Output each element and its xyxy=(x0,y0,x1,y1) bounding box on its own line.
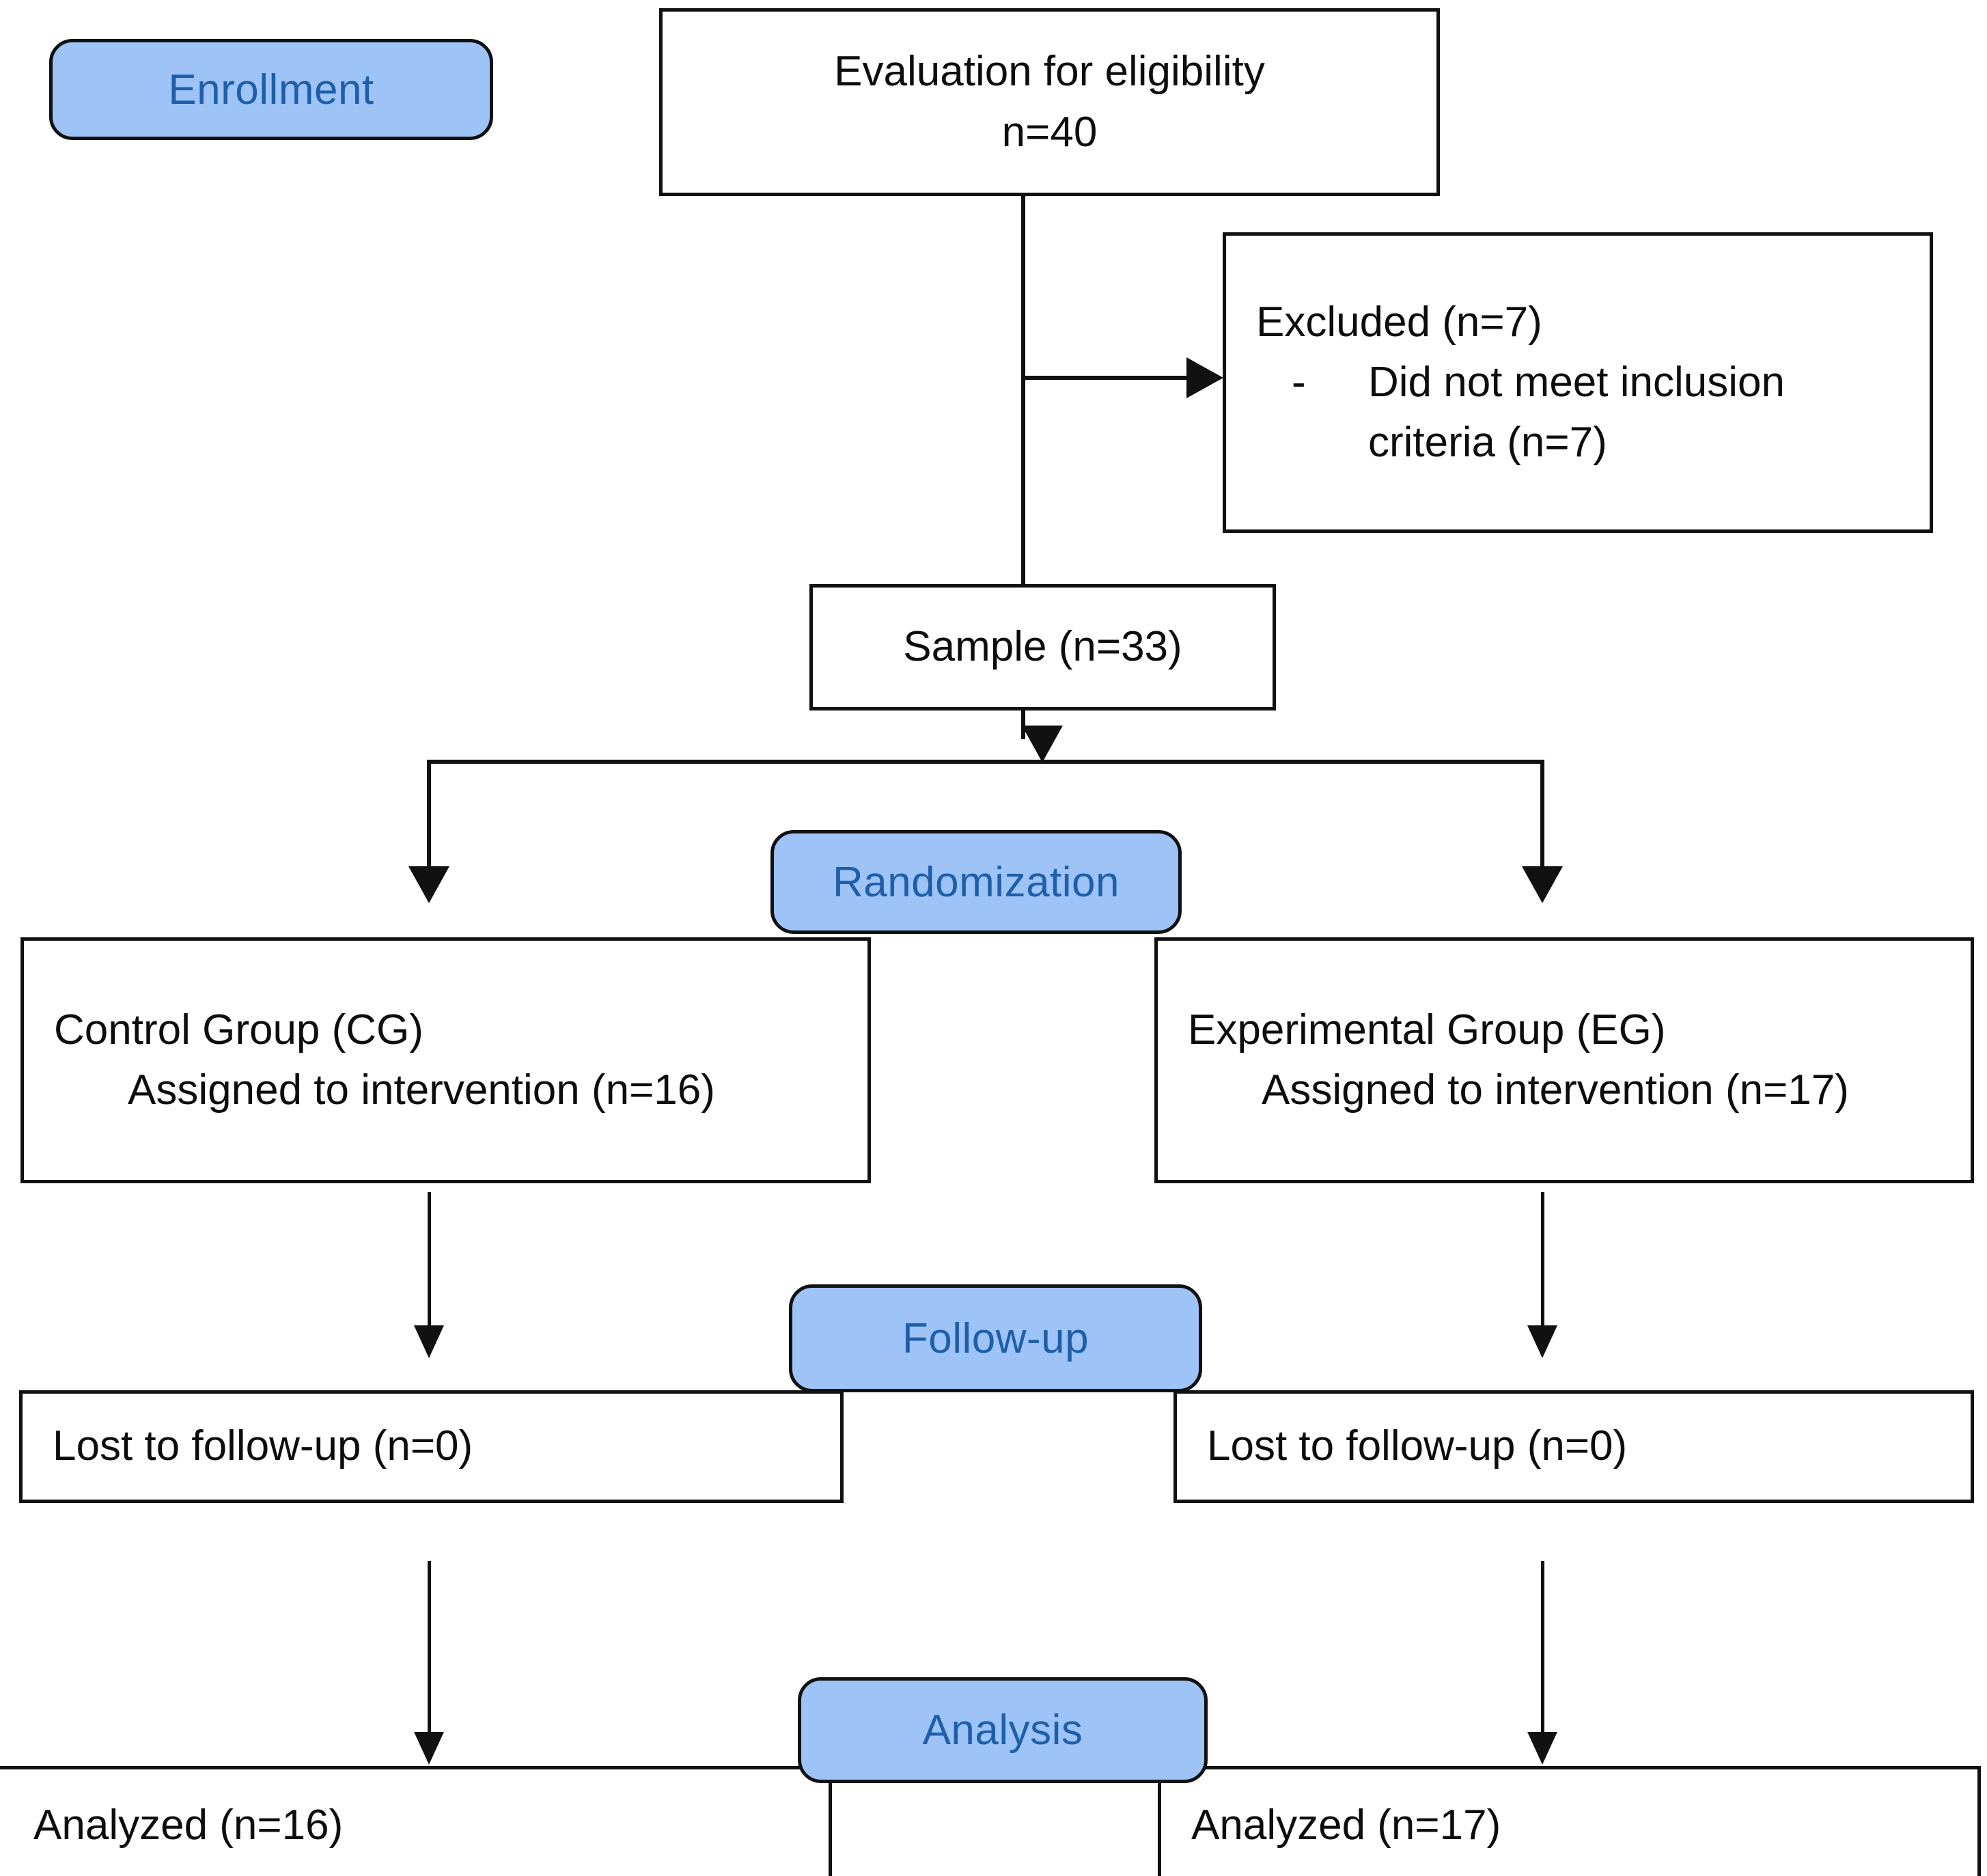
node-lost-to-followup-control[interactable]: Lost to follow-up (n=0) xyxy=(19,1390,844,1503)
connector-sample-to-split xyxy=(1021,711,1025,739)
excluded-bullet-row: - Did not meet inclusion xyxy=(1226,353,1930,413)
stage-badge-analysis[interactable]: Analysis xyxy=(798,1677,1208,1783)
experimental-group-line-2: Assigned to intervention (n=17) xyxy=(1262,1066,1849,1114)
arrowhead-lost-experimental-to-analyzed-icon xyxy=(1527,1732,1557,1765)
node-lost-to-followup-experimental[interactable]: Lost to follow-up (n=0) xyxy=(1173,1390,1974,1503)
eligibility-line-1: Evaluation for eligibility xyxy=(834,48,1265,96)
connector-to-excluded xyxy=(1021,376,1186,380)
control-group-line-1: Control Group (CG) xyxy=(54,1006,423,1053)
arrowhead-eg-to-lost-icon xyxy=(1527,1325,1557,1358)
node-analyzed-experimental[interactable]: Analyzed (n=17) xyxy=(1158,1766,1981,1876)
control-group-line-2: Assigned to intervention (n=16) xyxy=(128,1066,715,1114)
arrowhead-branch-right-icon xyxy=(1522,866,1563,903)
bullet-dash-icon: - xyxy=(1292,358,1306,406)
arrowhead-lost-control-to-analyzed-icon xyxy=(414,1732,444,1765)
node-excluded[interactable]: Excluded (n=7) - Did not meet inclusion … xyxy=(1223,232,1933,533)
excluded-heading: Excluded (n=7) xyxy=(1256,298,1542,346)
excluded-bullet-line-2: criteria (n=7) xyxy=(1368,419,1607,467)
connector-branch-right xyxy=(1540,760,1544,880)
connector-lost-experimental-to-analyzed xyxy=(1541,1561,1544,1742)
connector-cg-to-lost xyxy=(428,1192,431,1336)
lost-control-label: Lost to follow-up (n=0) xyxy=(53,1422,473,1470)
connector-branch-left xyxy=(427,760,431,880)
connector-lost-control-to-analyzed xyxy=(428,1561,431,1742)
node-control-group[interactable]: Control Group (CG) Assigned to intervent… xyxy=(20,937,871,1183)
arrowhead-cg-to-lost-icon xyxy=(414,1325,444,1358)
analyzed-experimental-label: Analyzed (n=17) xyxy=(1191,1802,1501,1849)
lost-experimental-label: Lost to follow-up (n=0) xyxy=(1207,1422,1628,1470)
eligibility-line-2: n=40 xyxy=(1001,108,1098,156)
node-analyzed-control[interactable]: Analyzed (n=16) xyxy=(0,1766,832,1876)
analyzed-control-label: Analyzed (n=16) xyxy=(33,1802,344,1849)
connector-eg-to-lost xyxy=(1541,1192,1544,1336)
excluded-bullet-line-1: Did not meet inclusion xyxy=(1368,358,1785,406)
node-evaluation-for-eligibility[interactable]: Evaluation for eligibility n=40 xyxy=(659,8,1440,196)
connector-split-bar xyxy=(427,760,1544,764)
stage-badge-enrollment[interactable]: Enrollment xyxy=(49,39,493,140)
arrowhead-sample-split-icon xyxy=(1022,726,1063,762)
connector-eligibility-to-sample xyxy=(1021,196,1025,587)
arrowhead-branch-left-icon xyxy=(408,866,449,903)
node-sample[interactable]: Sample (n=33) xyxy=(809,584,1276,711)
stage-badge-randomization[interactable]: Randomization xyxy=(770,830,1182,934)
node-experimental-group[interactable]: Experimental Group (EG) Assigned to inte… xyxy=(1154,937,1974,1183)
arrowhead-to-excluded-icon xyxy=(1186,357,1223,398)
experimental-group-line-1: Experimental Group (EG) xyxy=(1188,1006,1666,1053)
stage-badge-followup[interactable]: Follow-up xyxy=(789,1284,1202,1392)
sample-label: Sample (n=33) xyxy=(903,623,1182,671)
